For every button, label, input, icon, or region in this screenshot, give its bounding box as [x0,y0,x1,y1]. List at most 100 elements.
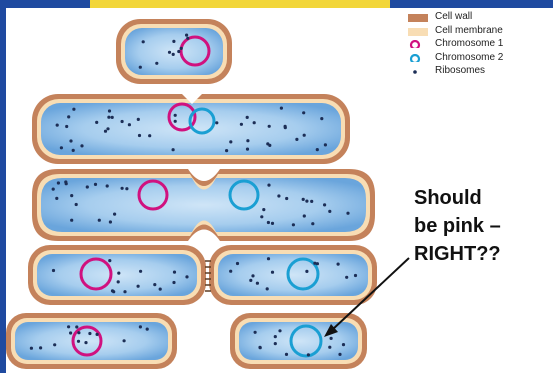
ribosome-dot [303,214,306,217]
ribosome-dot [172,53,175,56]
ribosome-dot [139,66,142,69]
ribosome-dot [123,339,126,342]
ribosome-dot [96,333,99,336]
ribosome-dot [271,222,274,225]
ribosome-dot [345,276,348,279]
ribosome-dot [229,140,232,143]
ribosome-dot [168,51,171,54]
ribosome-dot [121,120,124,123]
ribosome-dot [267,184,270,187]
ribosome-dot [155,62,158,65]
ribosome-dot [77,340,80,343]
ribosome-dot [266,287,269,290]
ribosome-dot [70,194,73,197]
ribosome-dot [302,198,305,201]
ribosome-dot [77,331,80,334]
ribosome-dot [268,125,271,128]
chromosome-ring-icon [408,54,428,62]
ribosome-dot [274,342,277,345]
ribosome-dot [267,257,270,260]
ribosome-dot [137,118,140,121]
ribosome-dot [174,114,177,117]
stage-4-cells [28,245,377,305]
ribosome-dot [310,200,313,203]
ribosome-dot [342,343,345,346]
ribosome-dot [148,134,151,137]
ribosome-dot [280,107,283,110]
stage-2-cell [32,94,350,164]
ribosome-dot [112,290,115,293]
ribosome-dot [111,116,114,119]
ribosome-dot [346,212,349,215]
ribosome-dot [139,270,142,273]
legend-label: Chromosome 2 [435,52,503,63]
ribosome-dot [278,329,281,332]
ribosome-dot [128,123,131,126]
stage-5-cells [6,313,367,369]
ribosome-dot [172,281,175,284]
ribosome-dot [109,220,112,223]
ribosome-dot [30,347,33,350]
ribosome-dot [139,325,142,328]
legend-item-chromosome-1: Chromosome 1 [406,38,553,52]
ribosome-dot [142,40,145,43]
ribosome-dot [328,346,331,349]
ribosome-dot [246,148,249,151]
ribosome-dot [323,203,326,206]
legend-item-chromosome-2: Chromosome 2 [406,52,553,66]
ribosome-dot [177,50,180,53]
legend-item-cell-membrane: Cell membrane [406,25,553,39]
ribosome-dot [260,215,263,218]
ribosome-dot [52,269,55,272]
ribosome-dot [67,325,70,328]
ribosome-dot [292,223,295,226]
ribosome-dot [72,149,75,152]
ribosome-dot [172,40,175,43]
annotation-callout: Should be pink – RIGHT?? [414,184,553,268]
ribosome-dot [56,124,59,127]
ribosome-dot [159,288,162,291]
legend-label: Cell wall [435,11,472,22]
legend-label: Cell membrane [435,25,503,36]
ribosome-dot [108,259,111,262]
legend: Cell wall Cell membrane Chromosome 1 Chr… [406,11,553,79]
legend-label: Ribosomes [435,65,485,76]
cell-membrane-swatch [408,28,428,36]
title-ribbon [90,0,390,8]
annotation-line: Should [414,184,553,212]
legend-label: Chromosome 1 [435,38,503,49]
ribosome-dot [172,148,175,151]
ribosome-dot [95,121,98,124]
ribosome-dot [98,219,101,222]
annotation-line: RIGHT?? [414,240,553,268]
ribosome-dot [39,346,42,349]
ribosome-dot [86,185,89,188]
ribosome-dot [174,120,177,123]
ribosome-dot-icon [408,67,428,75]
ribosome-dot [108,109,111,112]
ribosome-dot [303,134,306,137]
ribosome-dot [69,139,72,142]
ribosome-dot [146,328,149,331]
ribosome-dot [75,325,78,328]
ribosome-dot [186,37,189,40]
ribosome-dot [70,219,73,222]
ribosome-dot [225,149,228,152]
ribosome-dot [267,221,270,224]
ribosome-dot [52,188,55,191]
ribosome-dot [185,34,188,37]
ribosome-dot [277,194,280,197]
ribosome-dot [236,262,239,265]
ribosome-dot [215,121,218,124]
ribosome-dot [307,353,310,356]
ribosome-dot [256,282,259,285]
ribosome-dot [185,275,188,278]
ribosome-dot [104,130,107,133]
ribosome-dot [53,343,56,346]
ribosome-dot [271,271,274,274]
annotation-line: be pink – [414,212,553,240]
ribosome-dot [354,274,357,277]
ribosome-dot [113,213,116,216]
ribosome-dot [55,197,58,200]
legend-item-cell-wall: Cell wall [406,11,553,25]
